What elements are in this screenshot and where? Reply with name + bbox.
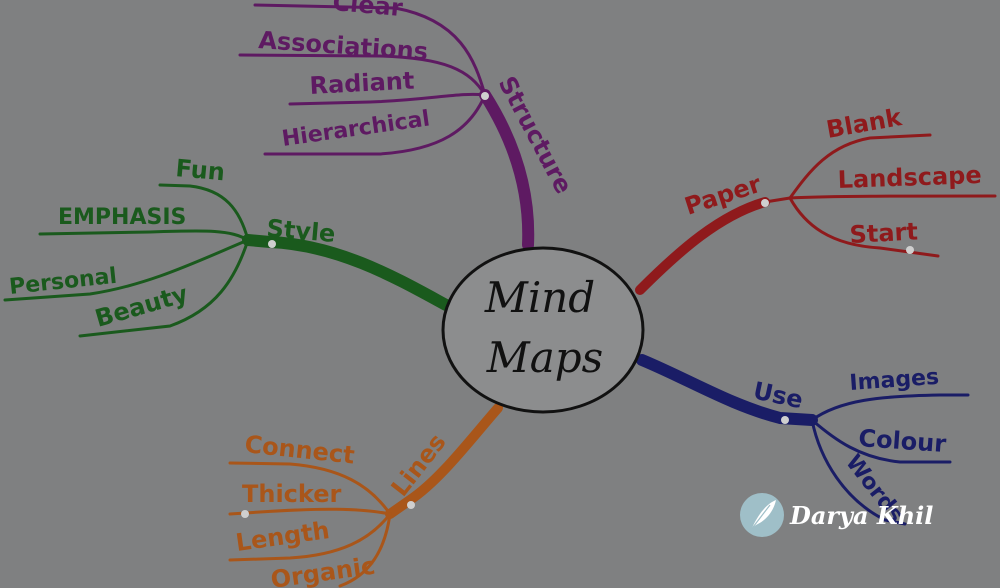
structure-leaf-radiant: Radiant	[309, 67, 415, 100]
center-ellipse	[441, 246, 645, 414]
style-stem-fun	[158, 183, 250, 242]
start-node	[906, 246, 914, 254]
branch-use	[636, 354, 970, 526]
lines-stem-length	[228, 512, 392, 562]
style-stem-personal	[3, 238, 250, 302]
branch-paper	[635, 133, 997, 295]
watermark: Darya Khil	[740, 493, 933, 537]
lines-leaf-thicker: Thicker	[242, 480, 342, 508]
center-node: Mind Maps	[441, 246, 645, 414]
lines-stem-thicker	[228, 507, 392, 516]
structure-stem-hierarchical	[263, 93, 487, 156]
paper-node	[761, 199, 769, 207]
structure-leaf-associations: Associations	[258, 26, 429, 66]
use-leaf-images: Images	[849, 365, 940, 396]
structure-leaf-clear: Clear	[331, 0, 403, 22]
thicker-node	[241, 510, 249, 518]
feather-icon	[749, 500, 776, 532]
lines-stem-connect	[228, 461, 392, 516]
paper-stem-blank	[788, 133, 932, 200]
lines-main-line	[385, 403, 503, 519]
branch-lines	[228, 403, 503, 588]
paper-leaf-landscape: Landscape	[837, 161, 982, 194]
style-stem-emphasis	[38, 229, 250, 242]
style-node	[268, 240, 276, 248]
structure-leaf-hierarchical: Hierarchical	[280, 106, 431, 152]
use-stem-images	[810, 393, 970, 422]
lines-leaf-length: Length	[234, 516, 331, 557]
lines-node	[407, 501, 415, 509]
style-label: Style	[265, 214, 336, 248]
structure-stem-radiant	[288, 92, 487, 106]
use-main-line	[636, 354, 818, 426]
use-node	[781, 416, 789, 424]
structure-stem-associations	[238, 53, 487, 97]
use-leaf-colour: Colour	[858, 424, 948, 458]
center-title-line2: Maps	[486, 333, 603, 382]
style-leaf-emphasis: EMPHASIS	[58, 205, 186, 230]
branch-style	[3, 183, 452, 338]
watermark-text: Darya Khil	[789, 501, 933, 530]
paper-main-line	[635, 197, 770, 295]
paper-stem-start	[788, 196, 940, 258]
use-stem-colour	[810, 418, 952, 464]
branch-structure	[238, 3, 535, 251]
structure-stem-clear	[253, 3, 487, 97]
structure-node	[481, 92, 489, 100]
style-main-line	[242, 234, 452, 311]
center-title-line1: Mind	[484, 273, 595, 322]
style-stem-beauty	[78, 238, 250, 338]
style-leaf-fun: Fun	[174, 154, 226, 186]
paper-stem-landscape	[788, 194, 997, 200]
paper-stem	[763, 196, 792, 204]
lines-stem-organic	[338, 512, 392, 588]
structure-main-line	[479, 89, 535, 251]
paper-label: Paper	[681, 170, 764, 221]
use-stem-words	[810, 418, 907, 526]
paper-leaf-start: Start	[849, 217, 919, 249]
